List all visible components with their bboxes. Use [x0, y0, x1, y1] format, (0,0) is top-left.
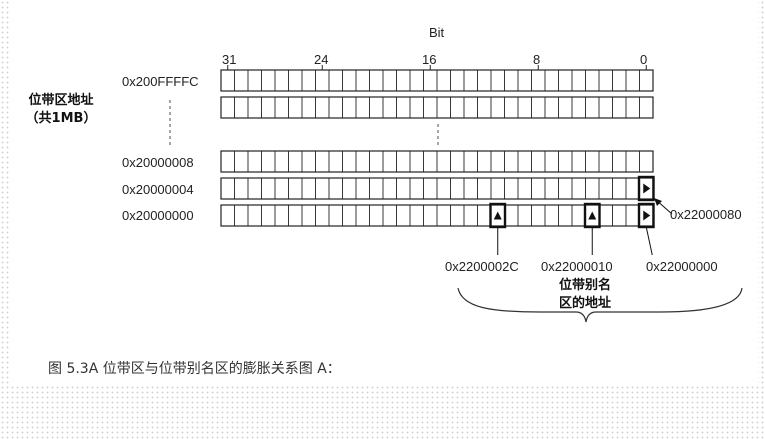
- bit-tick-8: 8: [533, 52, 541, 67]
- bit-tick-24: 24: [314, 52, 329, 67]
- alias-address-label: 0x22000000: [646, 259, 718, 274]
- address-label: 0x200FFFFC: [122, 74, 199, 89]
- alias-region-label-line1: 位带别名: [558, 278, 611, 293]
- bitband-region-label-line2: （共1MB）: [25, 111, 97, 126]
- bit-header: Bit: [429, 25, 445, 40]
- bitband-diagram: [169, 65, 743, 323]
- alias-region-label-line2: 区的地址: [558, 296, 611, 311]
- address-label: 0x20000004: [122, 182, 194, 197]
- highlighted-bit-cell: [637, 175, 655, 202]
- callout-leader-line: [645, 226, 653, 256]
- bit-tick-31: 31: [222, 52, 237, 67]
- alias-address-label: 0x22000010: [541, 259, 613, 274]
- callout-arrow-head: [654, 198, 662, 206]
- alias-region-brace: [457, 287, 743, 323]
- figure-caption: 图 5.3A 位带区与位带别名区的膨胀关系图 A：: [48, 361, 341, 377]
- address-label: 0x20000000: [122, 208, 194, 223]
- alias-address-label: 0x22000080: [670, 207, 742, 222]
- bit-marker-icon: [493, 211, 502, 220]
- bitband-region-label-line1: 位带区地址: [28, 93, 94, 108]
- bit-marker-icon: [643, 210, 651, 221]
- alias-address-label: 0x2200002C: [445, 259, 519, 274]
- bit-marker-icon: [588, 211, 597, 220]
- bit-tick-0: 0: [640, 52, 648, 67]
- bitband-region-label: 位带区地址 （共1MB）: [16, 92, 106, 128]
- bit-tick-16: 16: [422, 52, 437, 67]
- address-label: 0x20000008: [122, 155, 194, 170]
- diagram-panel: Bit 31 24 16 8 0 位带区地址 （共1MB） 0x200FFFFC…: [10, 0, 758, 385]
- bit-marker-icon: [643, 183, 651, 194]
- alias-region-label: 位带别名 区的地址: [545, 277, 625, 313]
